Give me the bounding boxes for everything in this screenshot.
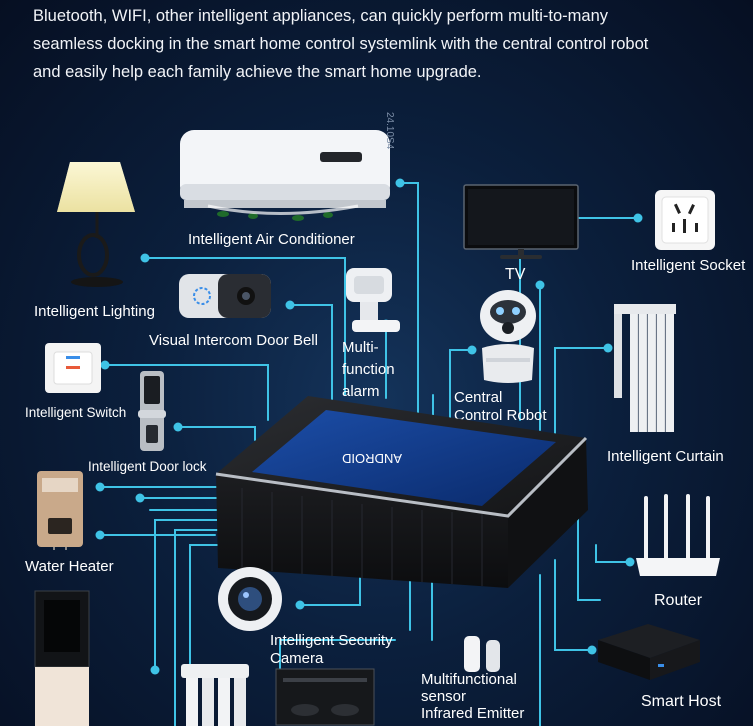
doorbell-image	[179, 274, 271, 318]
wire-fridge	[154, 519, 219, 671]
wire-right-2	[577, 504, 601, 601]
switch-image	[45, 343, 101, 393]
label-robot-line-2: Control Robot	[454, 407, 547, 424]
smart-host-image	[598, 624, 700, 680]
water-purifier-image	[181, 664, 249, 726]
label-sensor: Multifunctional sensor Infrared Emitter	[421, 671, 524, 722]
wire-air-conditioner	[399, 182, 419, 421]
curtain-image	[614, 304, 676, 432]
wire-doorlock	[177, 426, 256, 441]
label-curtain: Intelligent Curtain	[607, 448, 724, 465]
water-dispenser-image	[34, 590, 90, 726]
router-image	[636, 494, 720, 576]
label-alarm-line-2: function	[342, 361, 395, 378]
lighting-lamp-image	[57, 162, 135, 287]
tv-image	[463, 184, 579, 259]
label-water-heater: Water Heater	[25, 558, 114, 575]
label-router: Router	[654, 592, 703, 609]
label-switch: Intelligent Switch	[25, 405, 127, 420]
intro-line-2: seamless docking in the smart home contr…	[33, 35, 649, 53]
wire-smart-host	[554, 559, 593, 651]
socket-image	[655, 190, 715, 250]
wire-curtain	[554, 347, 609, 441]
water-heater-image	[37, 471, 83, 550]
label-alarm: Multi- function alarm	[342, 337, 395, 403]
wire-lighting	[144, 257, 346, 396]
ac-vertical-text: 24.10S4	[384, 112, 395, 150]
label-socket: Intelligent Socket	[631, 257, 746, 274]
central-hub-image: ANDROID	[215, 396, 588, 588]
wire-router	[595, 544, 631, 563]
label-tv: TV	[505, 266, 526, 283]
wire-doorbell	[289, 304, 333, 409]
label-sensor-line-2: sensor	[421, 688, 467, 705]
camera-image	[218, 567, 282, 631]
label-robot-line-1: Central	[454, 389, 503, 406]
wire-robot	[449, 349, 473, 421]
wire-purifier	[174, 529, 221, 726]
label-sensor-line-1: Multifunctional	[421, 671, 517, 688]
label-alarm-line-1: Multi-	[342, 339, 379, 356]
label-doorbell: Visual Intercom Door Bell	[149, 332, 318, 349]
label-robot: Central Control Robot	[454, 389, 547, 425]
wire-switch	[104, 364, 269, 421]
intro-text: Bluetooth, WIFI, other intelligent appli…	[33, 2, 733, 86]
label-camera: Intelligent Security Camera	[270, 632, 393, 668]
sensor-image	[464, 636, 500, 672]
label-camera-line-2: Camera	[270, 650, 324, 667]
label-lighting: Intelligent Lighting	[34, 303, 155, 320]
air-conditioner-image	[180, 130, 390, 221]
label-camera-line-1: Intelligent Security	[270, 632, 393, 649]
hub-screen-text: ANDROID	[342, 451, 402, 466]
label-doorlock: Intelligent Door lock	[88, 459, 207, 474]
intro-line-3: and easily help each family achieve the …	[33, 63, 482, 81]
label-alarm-line-3: alarm	[342, 383, 380, 400]
robot-image	[480, 290, 536, 383]
intro-line-1: Bluetooth, WIFI, other intelligent appli…	[33, 7, 609, 25]
alarm-image	[346, 268, 400, 332]
label-sensor-line-3: Infrared Emitter	[421, 705, 525, 722]
label-air-conditioner: Intelligent Air Conditioner	[188, 231, 355, 248]
label-smart-host: Smart Host	[641, 693, 722, 710]
doorlock-image	[138, 371, 166, 451]
stove-image	[275, 668, 375, 726]
